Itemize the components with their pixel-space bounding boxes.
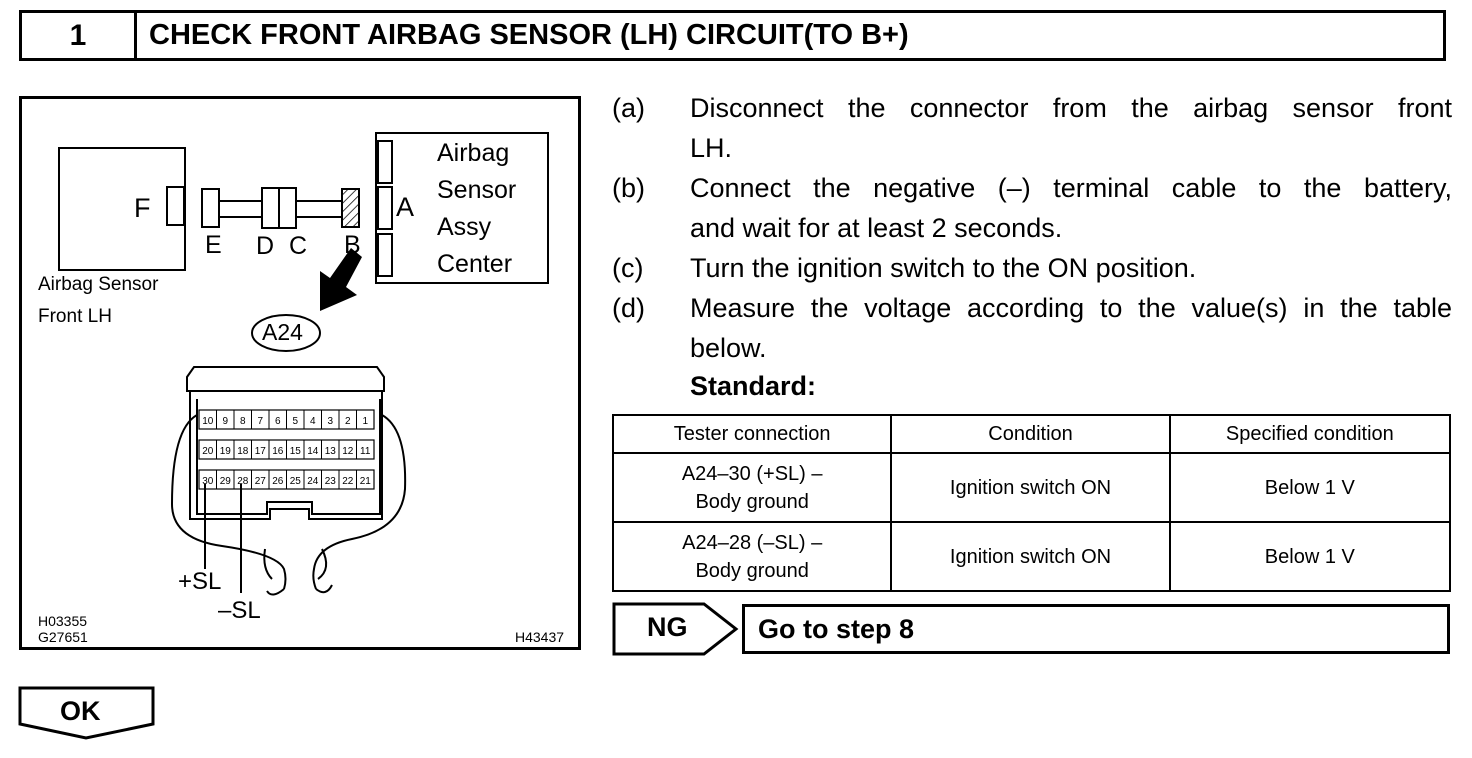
pin-number: 15 (290, 446, 302, 457)
pin-number: 25 (290, 476, 302, 487)
label-c: C (289, 232, 308, 260)
ng-label: NG (647, 612, 688, 642)
instruction-text: Measure the voltage according to the val… (690, 293, 1452, 323)
step-header: 1 CHECK FRONT AIRBAG SENSOR (LH) CIRCUIT… (19, 10, 1446, 61)
instruction-letter: (c) (612, 253, 644, 283)
pin-number: 12 (342, 446, 354, 457)
pin-number: 19 (220, 446, 232, 457)
center-label-2: Sensor (437, 176, 517, 204)
ok-arrow-shape (18, 686, 155, 740)
connection-line-2: Body ground (695, 490, 809, 513)
table-cell-condition: Ignition switch ON (890, 521, 1171, 592)
label-e: E (205, 231, 222, 259)
label-b: B (344, 231, 361, 259)
pin-number: 29 (220, 476, 232, 487)
table-header-row: Tester connection Condition Specified co… (611, 414, 1452, 454)
instruction-letter: (b) (612, 173, 645, 203)
spec-table: Tester connection Condition Specified co… (611, 414, 1452, 592)
instruction-text-cont: below. (690, 333, 767, 363)
center-label-4: Center (437, 250, 513, 278)
pin-number: 9 (222, 416, 228, 427)
table-cell-spec: Below 1 V (1168, 452, 1452, 523)
pin-number: 13 (325, 446, 337, 457)
pin-number: 28 (237, 476, 249, 487)
connector-id: A24 (262, 319, 303, 345)
instruction-text: Connect the negative (–) terminal cable … (690, 173, 1452, 203)
plus-sl-label: +SL (178, 568, 222, 595)
table-cell-spec: Below 1 V (1168, 521, 1452, 592)
figure-code-1: H03355 (38, 613, 88, 629)
pin-number: 6 (275, 416, 281, 427)
center-sensor-box (375, 132, 549, 284)
pin-number: 14 (307, 446, 319, 457)
connector-d (261, 187, 280, 229)
connector-e (201, 188, 220, 228)
connection-line-1: A24–28 (–SL) – (682, 531, 823, 554)
table-header: Tester connection (611, 414, 893, 454)
connector-a-bottom (377, 233, 393, 277)
table-cell-condition: Ignition switch ON (890, 452, 1171, 523)
label-f: F (134, 193, 151, 223)
table-header: Condition (890, 414, 1171, 454)
instruction-letter: (a) (612, 93, 645, 123)
pin-number: 17 (255, 446, 267, 457)
minus-sl-label: –SL (218, 597, 261, 624)
front-label-1: Airbag Sensor (38, 274, 159, 295)
connector-a (377, 186, 393, 230)
connector-a-top (377, 140, 393, 184)
pin-number: 7 (257, 416, 263, 427)
arrow-icon (320, 248, 362, 311)
front-label-2: Front LH (38, 306, 112, 327)
pin-number: 24 (307, 476, 319, 487)
instruction-text-cont: and wait for at least 2 seconds. (690, 213, 1063, 243)
connector-housing (186, 366, 385, 392)
pin-number: 21 (360, 476, 372, 487)
pin-number: 26 (272, 476, 284, 487)
pin-number: 4 (310, 416, 316, 427)
table-row: A24–28 (–SL) – Body ground Ignition swit… (611, 521, 1452, 592)
label-d: D (256, 232, 275, 260)
connection-line-2: Body ground (695, 559, 809, 582)
pin-number: 10 (202, 416, 214, 427)
pin-number: 20 (202, 446, 214, 457)
instruction-text-cont: LH. (690, 133, 733, 163)
center-label-1: Airbag (437, 139, 510, 167)
table-cell-connection: A24–30 (+SL) – Body ground (611, 452, 893, 523)
pin-number: 11 (360, 446, 371, 457)
instruction-text: Disconnect the connector from the airbag… (690, 93, 1452, 123)
connector-id-ellipse (251, 314, 321, 352)
pin-number: 8 (240, 416, 246, 427)
ng-action: Go to step 8 (742, 604, 1450, 654)
center-label-3: Assy (437, 213, 492, 241)
table-row: A24–30 (+SL) – Body ground Ignition swit… (611, 452, 1452, 523)
figure-code-2: G27651 (38, 629, 88, 645)
pin-number: 18 (237, 446, 249, 457)
pin-number: 1 (362, 416, 368, 427)
step-title: CHECK FRONT AIRBAG SENSOR (LH) CIRCUIT(T… (149, 19, 909, 51)
figure-code-3: H43437 (515, 629, 565, 645)
instruction-letter: (d) (612, 293, 645, 323)
step-number: 1 (22, 13, 137, 58)
connector-c (278, 187, 297, 229)
standard-label: Standard: (690, 371, 817, 401)
pin-number: 27 (255, 476, 267, 487)
pin-number: 16 (272, 446, 284, 457)
table-cell-connection: A24–28 (–SL) – Body ground (611, 521, 893, 592)
pin-number: 30 (202, 476, 214, 487)
pin-number: 22 (342, 476, 354, 487)
ng-arrow-shape (612, 602, 739, 656)
label-a: A (396, 192, 415, 222)
instruction-text: Turn the ignition switch to the ON posit… (690, 253, 1197, 283)
pin-number: 3 (327, 416, 333, 427)
pin-number: 5 (292, 416, 298, 427)
pin-number: 2 (345, 416, 351, 427)
table-header: Specified condition (1168, 414, 1452, 454)
connector-b (341, 188, 360, 228)
connector-f (166, 186, 185, 226)
ok-label: OK (60, 696, 101, 726)
pin-number: 23 (325, 476, 337, 487)
connection-line-1: A24–30 (+SL) – (681, 462, 823, 485)
